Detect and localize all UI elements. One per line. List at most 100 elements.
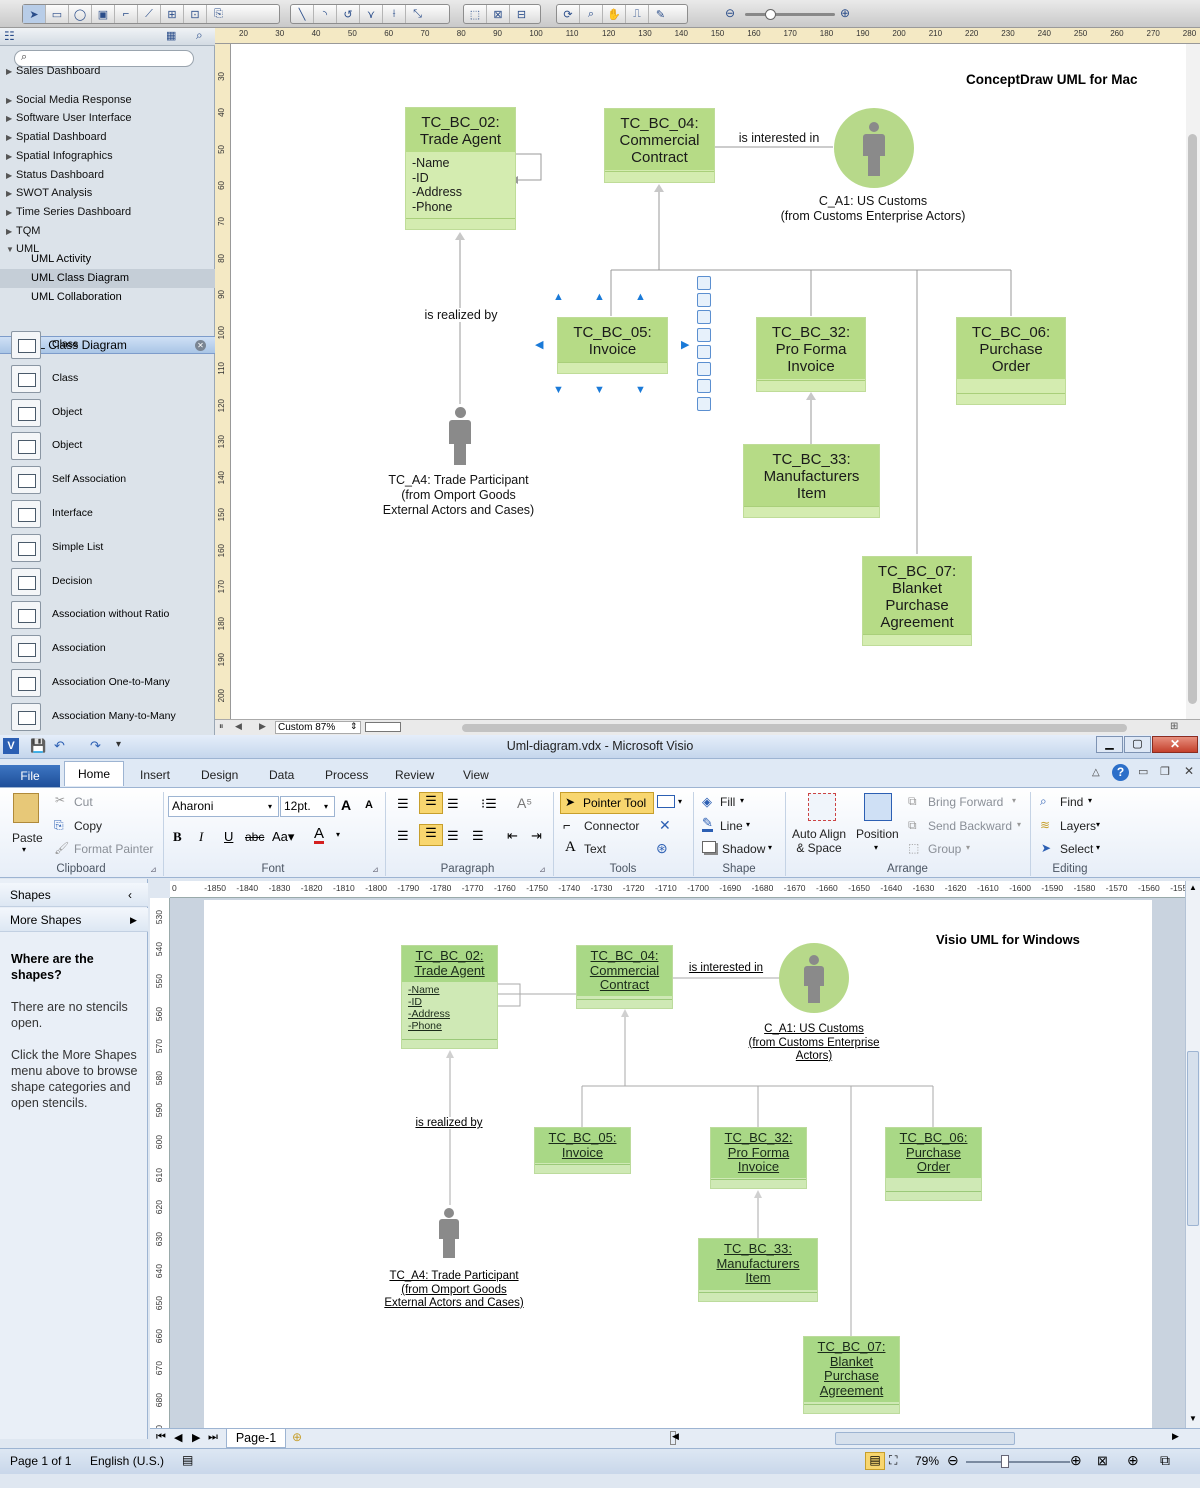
- chevron-down-icon[interactable]: ▾: [336, 830, 341, 839]
- align-center-icon[interactable]: ☰: [419, 824, 443, 846]
- tab-data[interactable]: Data: [269, 768, 295, 782]
- vertical-scrollbar[interactable]: ▲ ▼: [1185, 881, 1200, 1428]
- copy-button[interactable]: Copy: [74, 819, 103, 833]
- shape-tool-icon[interactable]: ▣: [92, 5, 115, 23]
- resize-handle-icon[interactable]: ◀: [535, 339, 544, 351]
- arc-tool-icon[interactable]: ◝: [314, 5, 337, 23]
- underline-icon[interactable]: U: [224, 829, 234, 844]
- class-invoice[interactable]: TC_BC_05: Invoice: [557, 317, 668, 374]
- library-subitem[interactable]: UML Collaboration: [31, 291, 122, 303]
- chevron-down-icon[interactable]: ▾: [1096, 843, 1101, 852]
- chevron-down-icon[interactable]: ▾: [746, 820, 751, 829]
- chevron-down-icon[interactable]: ▾: [966, 843, 971, 852]
- eyedropper-icon[interactable]: ✎: [655, 8, 666, 21]
- stencil-item[interactable]: Association Many-to-Many: [0, 700, 215, 734]
- increase-indent-icon[interactable]: ⇥: [531, 828, 542, 843]
- zoom-select[interactable]: Custom 87% ⇕: [275, 721, 361, 734]
- library-item[interactable]: ▶Spatial Dashboard: [6, 128, 107, 146]
- justify-icon[interactable]: ☰: [472, 828, 484, 843]
- library-item[interactable]: ▶Time Series Dashboard: [6, 203, 131, 221]
- library-item[interactable]: ▶Software User Interface: [6, 109, 132, 127]
- connection-point-icon[interactable]: ⊛: [656, 840, 668, 856]
- resize-handle-icon[interactable]: ▶: [681, 339, 690, 351]
- shadow-button[interactable]: Shadow: [722, 842, 766, 856]
- library-item[interactable]: ▶Sales Dashboard: [6, 66, 100, 76]
- tab-view[interactable]: View: [463, 768, 489, 782]
- resize-handle-icon[interactable]: ▼: [635, 384, 646, 396]
- bezier-tool-icon[interactable]: ⟊: [383, 5, 406, 23]
- zoom-out-icon[interactable]: ⊖: [725, 6, 736, 20]
- scroll-thumb[interactable]: [1188, 134, 1197, 704]
- drawing-canvas[interactable]: ConceptDraw UML for Mac TC_BC_02: Trade …: [231, 44, 1186, 719]
- layers-button[interactable]: Layers: [1060, 819, 1097, 833]
- library-search-input[interactable]: ⌕: [14, 50, 194, 67]
- stencil-item[interactable]: Simple List: [0, 531, 215, 565]
- stamp-tool-icon[interactable]: ⎍: [626, 5, 649, 23]
- rectangle-tool-icon[interactable]: ▭: [46, 5, 69, 23]
- shrink-font-icon[interactable]: A: [365, 799, 373, 811]
- macro-record-icon[interactable]: ▤: [182, 1453, 194, 1467]
- dialog-launcher-icon[interactable]: ⊿: [539, 865, 546, 874]
- send-backward-button[interactable]: Send Backward: [928, 819, 1013, 833]
- page-prev-icon[interactable]: ◀: [235, 721, 242, 731]
- tab-home[interactable]: Home: [64, 761, 124, 786]
- font-name-select[interactable]: Aharoni ▾: [168, 796, 279, 817]
- maximize-icon[interactable]: ▢: [1124, 736, 1151, 753]
- switch-windows-icon[interactable]: ⧉: [1160, 1452, 1170, 1468]
- chevron-down-icon[interactable]: ▾: [1017, 820, 1022, 829]
- select-button[interactable]: Select: [1060, 842, 1094, 856]
- pointer-tool-icon[interactable]: ➤: [23, 5, 46, 23]
- grow-font-icon[interactable]: A: [341, 797, 352, 813]
- zoom-slider[interactable]: [745, 13, 835, 16]
- quick-shape-icon[interactable]: [697, 362, 711, 376]
- quick-shape-icon[interactable]: [697, 310, 711, 324]
- group-button[interactable]: Group: [928, 842, 962, 856]
- stencil-item[interactable]: Decision: [0, 565, 215, 599]
- class-commercial-contract[interactable]: TC_BC_04: Commercial Contract: [604, 108, 715, 183]
- page-count[interactable]: Page 1 of 1: [10, 1454, 72, 1468]
- pointer-tool-button[interactable]: ➤ Pointer Tool: [560, 792, 654, 814]
- class-pro-forma-invoice[interactable]: TC_BC_32: Pro Forma Invoice: [710, 1127, 807, 1189]
- horizontal-scroll-thumb[interactable]: [835, 1432, 1015, 1445]
- library-item[interactable]: ▶SWOT Analysis: [6, 184, 92, 202]
- connector-button[interactable]: Connector: [584, 819, 640, 833]
- resize-handle-icon[interactable]: ▲: [553, 291, 564, 303]
- bold-icon[interactable]: B: [173, 829, 182, 844]
- search-toggle-icon[interactable]: ⌕: [196, 28, 203, 42]
- zoom-level[interactable]: 79%: [915, 1454, 940, 1468]
- class-manufacturers-item[interactable]: TC_BC_33: Manufacturers Item: [698, 1238, 818, 1302]
- fit-page-icon[interactable]: ⊞: [1170, 721, 1179, 732]
- undo-icon[interactable]: ↶: [54, 738, 65, 753]
- bullets-icon[interactable]: ⁝☰: [481, 796, 497, 811]
- class-purchase-order[interactable]: TC_BC_06: Purchase Order: [956, 317, 1066, 405]
- resize-handle-icon[interactable]: ▼: [553, 384, 564, 396]
- help-icon[interactable]: ?: [1112, 764, 1129, 781]
- rectangle-icon[interactable]: [657, 795, 675, 808]
- chevron-down-icon[interactable]: ▾: [1096, 820, 1101, 829]
- scroll-thumb[interactable]: [1187, 1051, 1199, 1226]
- zoom-slider-knob[interactable]: [1001, 1455, 1009, 1468]
- zoom-in-icon[interactable]: ⊕: [840, 6, 851, 20]
- quick-shape-icon[interactable]: [697, 397, 711, 411]
- italic-icon[interactable]: I: [199, 829, 204, 844]
- align-left-icon[interactable]: ☰: [397, 828, 409, 843]
- language-indicator[interactable]: English (U.S.): [90, 1454, 165, 1468]
- freehand-tool-icon[interactable]: ⤡: [413, 7, 422, 20]
- zoom-slider[interactable]: [966, 1461, 1070, 1463]
- tab-process[interactable]: Process: [325, 768, 369, 782]
- normal-view-icon[interactable]: ▤: [865, 1452, 885, 1470]
- trade-actor-figure-icon[interactable]: [447, 407, 473, 465]
- auto-align-button[interactable]: Auto Align & Space: [792, 827, 847, 855]
- chevron-down-icon[interactable]: ▾: [1012, 796, 1017, 805]
- doc-minimize-icon[interactable]: ▭: [1138, 766, 1149, 778]
- next-page-icon[interactable]: ▶: [192, 1432, 201, 1444]
- pause-icon[interactable]: ⏸: [219, 721, 224, 731]
- quick-shape-icon[interactable]: [697, 328, 711, 342]
- stencil-item[interactable]: Object: [0, 429, 215, 463]
- more-shapes-menu[interactable]: More Shapes ▶: [0, 908, 148, 932]
- stencil-item[interactable]: Class: [0, 362, 215, 396]
- class-commercial-contract[interactable]: TC_BC_04: Commercial Contract: [576, 945, 673, 1009]
- hand-tool-icon[interactable]: ✋: [603, 5, 626, 23]
- format-painter-button[interactable]: Format Painter: [74, 842, 154, 856]
- tab-review[interactable]: Review: [395, 768, 435, 782]
